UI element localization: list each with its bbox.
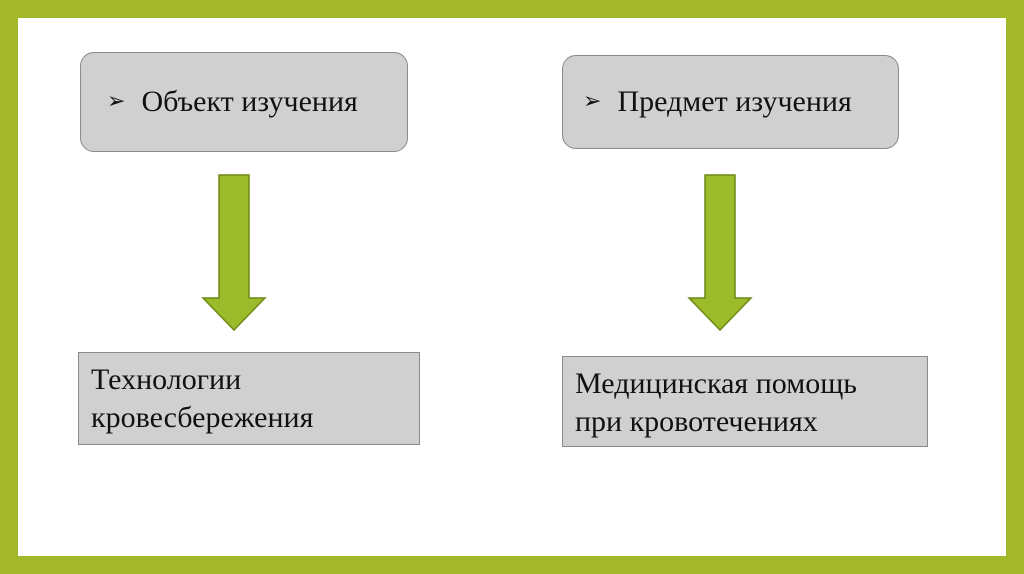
bullet-arrow-icon: ➢ [583,88,602,114]
technologies-line-2: кровесбережения [91,401,314,434]
medical-care-line-2: при кровотечениях [575,405,818,438]
down-arrow-left-icon [201,174,267,332]
medical-care-line-1: Медицинская помощь [575,367,857,400]
subject-of-study-box: ➢ Предмет изучения [562,55,899,149]
medical-care-box: Медицинская помощь при кровотечениях [562,356,928,447]
object-of-study-box: ➢ Объект изучения [80,52,408,152]
technologies-line-1: Технологии [91,363,242,396]
bullet-arrow-icon: ➢ [107,88,126,114]
subject-of-study-label: Предмет изучения [617,85,852,118]
down-arrow-right-icon [687,174,753,332]
object-of-study-label: Объект изучения [141,85,358,118]
technologies-box: Технологии кровесбережения [78,352,420,445]
